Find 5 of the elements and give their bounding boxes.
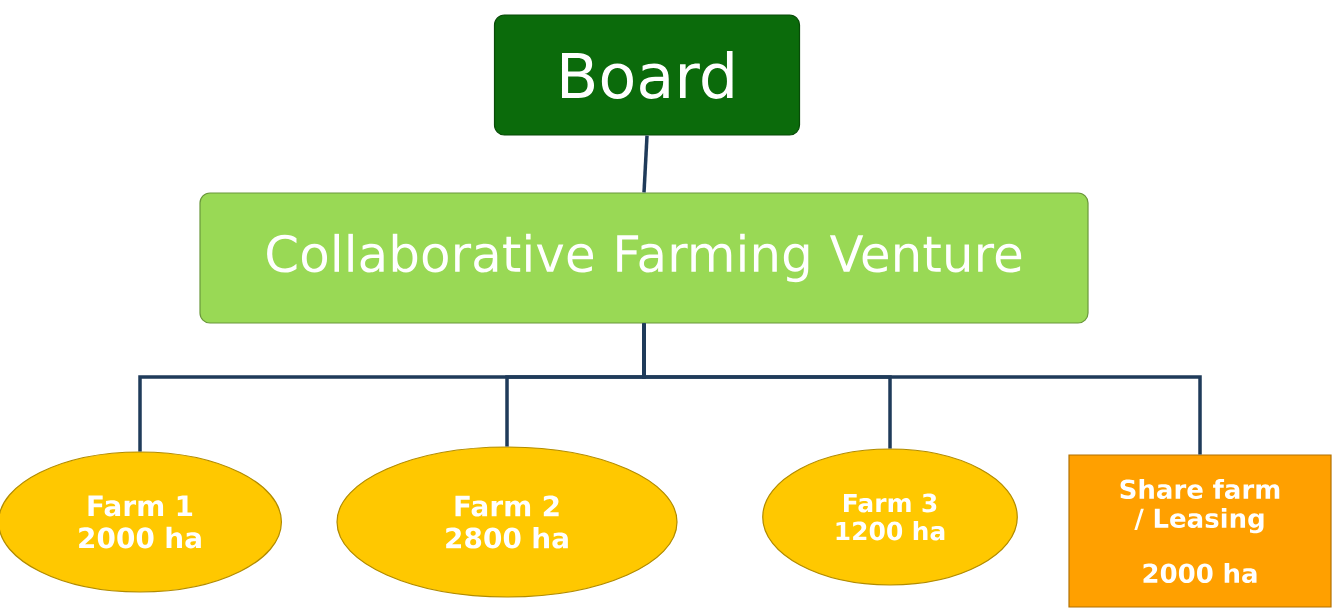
connector-line	[642, 135, 649, 193]
org-box: Share farm / Leasing 2000 ha	[1068, 454, 1332, 608]
org-box: Board	[493, 14, 801, 136]
connector-line	[642, 323, 1202, 455]
org-box: Collaborative Farming Venture	[199, 192, 1089, 324]
